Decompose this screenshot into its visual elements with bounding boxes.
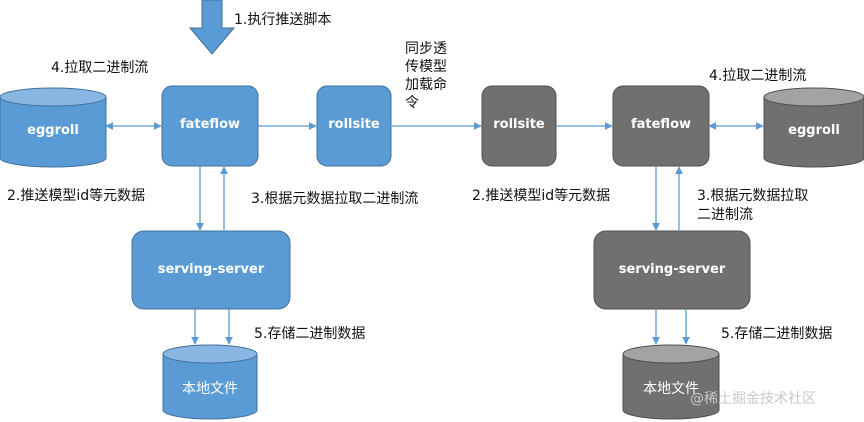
step3-right-label-line2: 二进制流 xyxy=(697,207,753,223)
file-left-label: 本地文件 xyxy=(182,381,238,397)
serving-server-left-box xyxy=(131,230,291,310)
step5-left-label: 5.存储二进制数据 xyxy=(254,326,366,342)
step2-left-label: 2.推送模型id等元数据 xyxy=(7,188,146,204)
rollsite-left-label: rollsite xyxy=(328,117,380,132)
file-right-label: 本地文件 xyxy=(643,381,699,397)
watermark: @稀土掘金技术社区 xyxy=(690,391,816,407)
push-down-arrow xyxy=(188,0,236,55)
step4-left-label: 4.拉取二进制流 xyxy=(51,60,149,76)
serving-server-right-box xyxy=(593,230,751,310)
file-right-cylinder xyxy=(622,344,720,420)
sync-label-line4: 令 xyxy=(405,95,419,111)
step3-right-label-line1: 3.根据元数据拉取 xyxy=(697,188,809,204)
eggroll-left-label: eggroll xyxy=(27,123,79,138)
step4-right-label: 4.拉取二进制流 xyxy=(709,68,807,84)
step3-left-label: 3.根据元数据拉取二进制流 xyxy=(251,191,419,207)
sync-label-line1: 同步透 xyxy=(405,41,447,57)
step2-right-label: 2.推送模型id等元数据 xyxy=(472,188,611,204)
serving-server-right-label: serving-server xyxy=(618,262,726,277)
fateflow-right-label: fateflow xyxy=(630,117,692,132)
eggroll-left-cylinder xyxy=(0,87,107,168)
serving-server-left-label: serving-server xyxy=(157,262,265,277)
rollsite-right-label: rollsite xyxy=(493,117,545,132)
eggroll-right-cylinder xyxy=(763,87,864,168)
sync-label-line2: 传模型 xyxy=(405,59,447,75)
sync-label-line3: 加载命 xyxy=(405,77,447,93)
file-left-cylinder xyxy=(162,344,258,420)
eggroll-right-label: eggroll xyxy=(788,123,840,138)
step1-label: 1.执行推送脚本 xyxy=(234,12,332,28)
step5-right-label: 5.存储二进制数据 xyxy=(721,326,833,342)
fateflow-left-label: fateflow xyxy=(179,117,241,132)
